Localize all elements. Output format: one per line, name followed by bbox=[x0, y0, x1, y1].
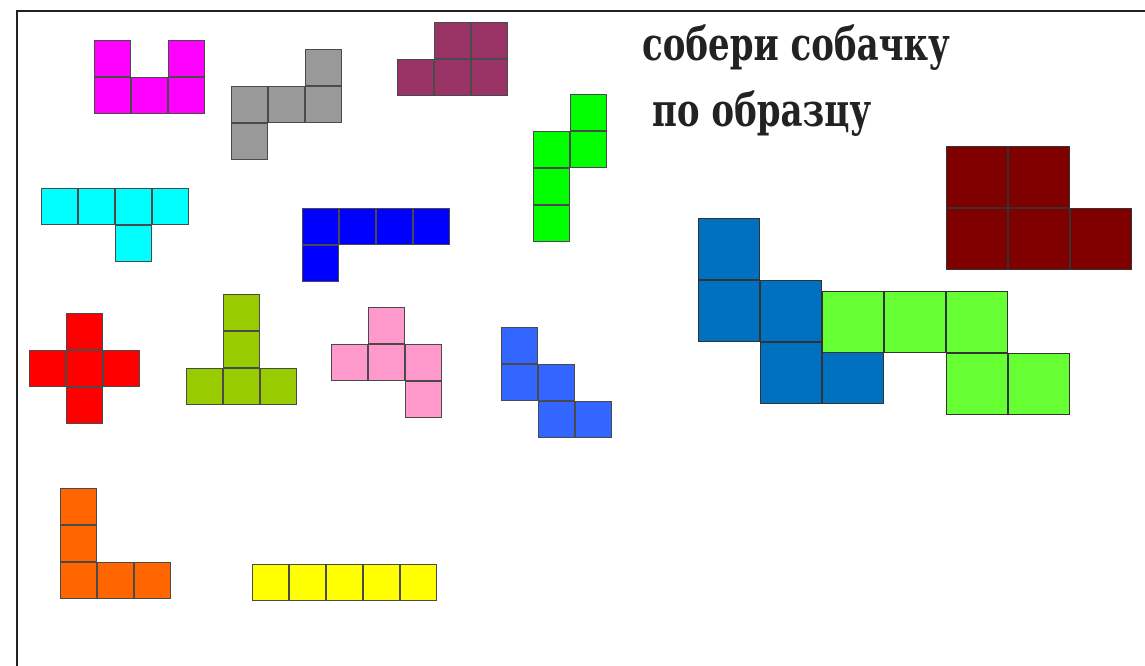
piece-cell bbox=[302, 208, 339, 245]
piece-cell bbox=[538, 401, 575, 438]
piece-cell bbox=[471, 59, 508, 96]
piece-cell bbox=[289, 564, 326, 601]
piece-cell bbox=[434, 59, 471, 96]
piece-cell bbox=[168, 40, 205, 77]
piece-cell bbox=[60, 562, 97, 599]
piece-cell bbox=[60, 488, 97, 525]
piece-cell bbox=[946, 146, 1008, 208]
piece-cell bbox=[252, 564, 289, 601]
piece-cell bbox=[103, 350, 140, 387]
piece-cell bbox=[1008, 353, 1070, 415]
piece-cell bbox=[168, 77, 205, 114]
piece-cell bbox=[231, 86, 268, 123]
piece-cell bbox=[434, 22, 471, 59]
piece-cell bbox=[302, 245, 339, 282]
piece-cell bbox=[884, 291, 946, 353]
piece-cell bbox=[134, 562, 171, 599]
piece-cell bbox=[570, 94, 607, 131]
piece-cell bbox=[471, 22, 508, 59]
piece-cell bbox=[405, 344, 442, 381]
piece-cell bbox=[260, 368, 297, 405]
piece-cell bbox=[66, 350, 103, 387]
piece-cell bbox=[115, 225, 152, 262]
piece-cell bbox=[60, 525, 97, 562]
piece-cell bbox=[1008, 146, 1070, 208]
piece-cell bbox=[66, 387, 103, 424]
piece-cell bbox=[186, 368, 223, 405]
piece-cell bbox=[698, 218, 760, 280]
piece-cell bbox=[326, 564, 363, 601]
piece-cell bbox=[397, 59, 434, 96]
piece-cell bbox=[41, 188, 78, 225]
piece-cell bbox=[760, 342, 822, 404]
piece-cell bbox=[339, 208, 376, 245]
piece-cell bbox=[131, 77, 168, 114]
piece-cell bbox=[946, 353, 1008, 415]
piece-cell bbox=[698, 280, 760, 342]
piece-cell bbox=[152, 188, 189, 225]
piece-cell bbox=[376, 208, 413, 245]
piece-cell bbox=[400, 564, 437, 601]
piece-cell bbox=[94, 40, 131, 77]
piece-cell bbox=[97, 562, 134, 599]
piece-cell bbox=[223, 294, 260, 331]
piece-cell bbox=[575, 401, 612, 438]
piece-cell bbox=[115, 188, 152, 225]
piece-cell bbox=[570, 131, 607, 168]
piece-cell bbox=[760, 280, 822, 342]
piece-cell bbox=[533, 168, 570, 205]
piece-cell bbox=[29, 350, 66, 387]
piece-cell bbox=[405, 381, 442, 418]
piece-cell bbox=[501, 327, 538, 364]
piece-cell bbox=[946, 208, 1008, 270]
piece-cell bbox=[946, 291, 1008, 353]
piece-cell bbox=[231, 123, 268, 160]
piece-cell bbox=[533, 131, 570, 168]
piece-cell bbox=[538, 364, 575, 401]
piece-cell bbox=[413, 208, 450, 245]
piece-cell bbox=[363, 564, 400, 601]
piece-cell bbox=[78, 188, 115, 225]
piece-cell bbox=[501, 364, 538, 401]
piece-cell bbox=[533, 205, 570, 242]
piece-cell bbox=[305, 49, 342, 86]
piece-cell bbox=[268, 86, 305, 123]
piece-cell bbox=[223, 368, 260, 405]
piece-cell bbox=[331, 344, 368, 381]
piece-cell bbox=[94, 77, 131, 114]
piece-cell bbox=[822, 291, 884, 353]
piece-cell bbox=[66, 313, 103, 350]
piece-cell bbox=[305, 86, 342, 123]
piece-cell bbox=[368, 307, 405, 344]
piece-cell bbox=[1070, 208, 1132, 270]
piece-cell bbox=[1008, 208, 1070, 270]
piece-cell bbox=[223, 331, 260, 368]
piece-cell bbox=[368, 344, 405, 381]
